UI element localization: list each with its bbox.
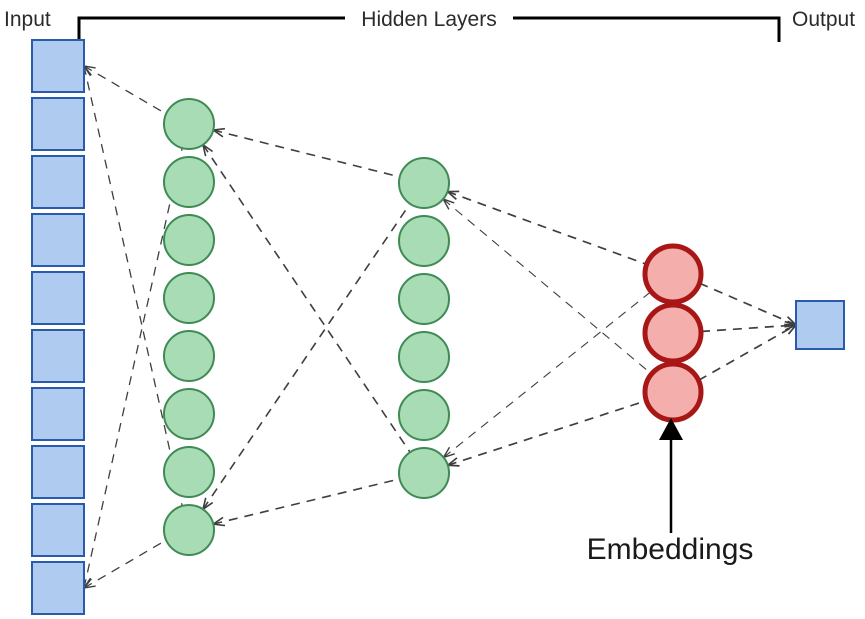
- edge-arrowhead: [445, 190, 460, 200]
- input-node-9[interactable]: [31, 561, 85, 615]
- edge-embeddings-2-to-output-0: [698, 324, 797, 382]
- hidden2-node-3[interactable]: [398, 331, 450, 383]
- pointer-arrowhead: [659, 418, 683, 440]
- embeddings-pointer-arrow: [659, 418, 683, 533]
- input-node-7[interactable]: [31, 445, 85, 499]
- hidden2-node-5[interactable]: [398, 447, 450, 499]
- edge-embeddings-0-to-output-0: [699, 282, 797, 326]
- edge-hidden1-0-to-hidden2-5: [202, 144, 411, 453]
- connection-edges: [81, 64, 799, 590]
- embeddings-node-0[interactable]: [642, 243, 704, 305]
- label-embeddings: Embeddings: [587, 533, 754, 566]
- edge-arrowhead: [211, 127, 226, 138]
- layer-nodes: [31, 39, 845, 615]
- edge-arrowhead: [211, 516, 226, 527]
- input-node-8[interactable]: [31, 503, 85, 557]
- hidden2-node-4[interactable]: [398, 389, 450, 441]
- hidden1-node-0[interactable]: [163, 98, 215, 150]
- edge-input-9-to-hidden1-7: [83, 539, 167, 589]
- hidden2-node-2[interactable]: [398, 273, 450, 325]
- hidden1-node-1[interactable]: [163, 156, 215, 208]
- input-node-5[interactable]: [31, 329, 85, 383]
- label-output: Output: [792, 8, 855, 31]
- edge-arrowhead: [445, 457, 460, 467]
- hidden1-node-5[interactable]: [163, 388, 215, 440]
- input-node-3[interactable]: [31, 213, 85, 267]
- input-node-6[interactable]: [31, 387, 85, 441]
- edge-input-0-to-hidden1-0: [83, 65, 167, 115]
- bracket-right-segment: [513, 16, 781, 42]
- output-node-0[interactable]: [795, 300, 845, 350]
- hidden1-node-6[interactable]: [163, 446, 215, 498]
- input-node-0[interactable]: [31, 39, 85, 93]
- layer-hidden2: [398, 157, 450, 499]
- edge-hidden2-5-to-embeddings-0: [443, 291, 652, 458]
- hidden1-node-4[interactable]: [163, 330, 215, 382]
- hidden2-node-1[interactable]: [398, 215, 450, 267]
- layer-output: [795, 300, 845, 350]
- hidden1-node-7[interactable]: [163, 504, 215, 556]
- embeddings-node-1[interactable]: [642, 302, 704, 364]
- embeddings-node-2[interactable]: [642, 361, 704, 423]
- hidden1-node-3[interactable]: [163, 272, 215, 324]
- edge-embeddings-1-to-output-0: [700, 324, 797, 333]
- input-node-4[interactable]: [31, 271, 85, 325]
- hidden2-node-0[interactable]: [398, 157, 450, 209]
- layer-hidden1: [163, 98, 215, 556]
- edge-hidden1-7-to-hidden2-5: [213, 478, 400, 525]
- edge-hidden1-0-to-hidden2-0: [213, 129, 400, 178]
- edge-hidden2-0-to-embeddings-2: [442, 198, 652, 375]
- input-node-2[interactable]: [31, 155, 85, 209]
- edge-input-0-to-hidden1-7: [83, 65, 183, 507]
- edge-hidden2-5-to-embeddings-2: [447, 399, 647, 467]
- layer-embeddings: [642, 243, 704, 423]
- layer-input: [31, 39, 85, 615]
- hidden-layers-bracket: [77, 16, 781, 42]
- hidden1-node-2[interactable]: [163, 214, 215, 266]
- label-input: Input: [4, 8, 51, 31]
- edge-hidden2-0-to-embeddings-0: [447, 190, 647, 266]
- bracket-left-segment: [77, 16, 345, 42]
- label-hidden-layers: Hidden Layers: [361, 8, 496, 31]
- input-node-1[interactable]: [31, 97, 85, 151]
- edge-input-9-to-hidden1-0: [83, 147, 183, 589]
- edge-hidden1-7-to-hidden2-0: [202, 203, 411, 510]
